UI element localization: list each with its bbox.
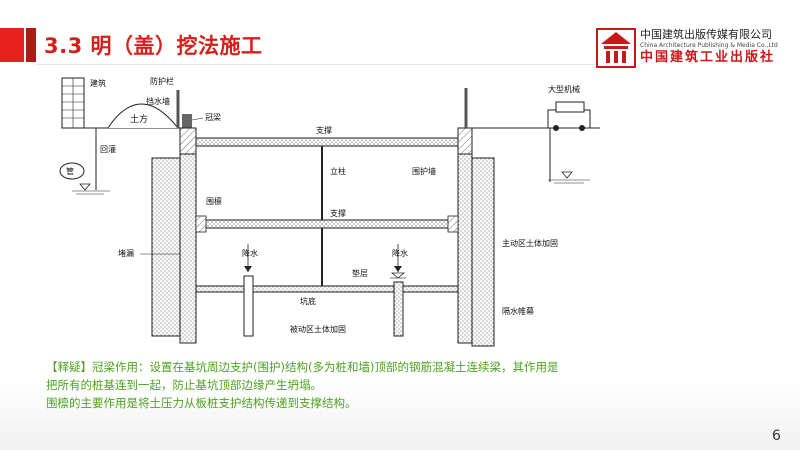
publisher-name-cn: 中国建筑出版传媒有限公司 [640, 28, 772, 41]
label-enclosure-wall: 围护墙 [412, 166, 436, 176]
left-enclosure-wall [179, 127, 197, 344]
water-level-right-icon [561, 171, 573, 179]
label-building: 建筑 [90, 78, 106, 88]
label-waling: 围檩 [206, 196, 222, 206]
header-accent-block [26, 28, 36, 62]
note-line-1: 【释疑】冠梁作用：设置在基坑周边支护(围护)结构(多为桩和墙)顶部的钢筋混凝土连… [46, 360, 559, 374]
header-accent-bar [0, 28, 24, 62]
label-strut-top: 支撑 [316, 125, 332, 135]
explanation-note: 【释疑】冠梁作用：设置在基坑周边支护(围护)结构(多为桩和墙)顶部的钢筋混凝土连… [46, 358, 746, 412]
label-soil: 土方 [130, 113, 148, 125]
publisher-seal-icon [596, 28, 636, 68]
label-pipe: 管 [66, 166, 74, 176]
mid-strut [195, 219, 459, 229]
note-line-3: 围檩的主要作用是将土压力从板桩支护结构传递到支撑结构。 [46, 396, 357, 410]
header-divider [36, 64, 596, 65]
water-level-pit-icon [390, 272, 406, 279]
label-water-curtain: 隔水帷幕 [502, 306, 534, 316]
label-plugging: 堵漏 [118, 248, 134, 258]
publisher-text: 中国建筑出版传媒有限公司 China Architecture Publishi… [640, 28, 778, 66]
label-column: 立柱 [330, 166, 346, 176]
well-right [393, 281, 404, 337]
pipe-icon [59, 162, 85, 180]
excavation-diagram: 建筑 土方 防护栏 挡水墙 冠梁 回灌 管 支撑 立柱 围护墙 围檩 支撑 堵漏… [59, 76, 600, 347]
label-capping-beam: 冠梁 [205, 113, 221, 122]
publisher-name-en: China Architecture Publishing & Media Co… [640, 42, 778, 49]
top-strut [195, 137, 459, 147]
water-level-left-icon [79, 183, 91, 191]
label-dewatering-right: 降水 [392, 248, 408, 258]
building-structure [61, 77, 85, 129]
right-capping-beam [457, 127, 473, 155]
right-reinforced-zone [471, 157, 495, 347]
cushion-layer [195, 285, 459, 293]
left-capping-beam [179, 127, 197, 155]
left-reinforced-zone [151, 157, 181, 337]
right-enclosure-wall [457, 127, 473, 344]
label-machinery: 大型机械 [548, 84, 580, 94]
label-cushion: 垫层 [352, 268, 368, 278]
page-number: 6 [772, 428, 781, 444]
page-title: 3.3 明（盖）挖法施工 [44, 34, 263, 58]
label-guardrail: 防护栏 [150, 76, 174, 86]
right-waling [447, 215, 459, 233]
label-passive-reinforce: 被动区土体加固 [290, 324, 346, 334]
machinery-truck-icon [547, 101, 591, 131]
note-line-2: 把所有的桩基连到一起，防止基坑顶部边缘产生坍塌。 [46, 378, 322, 392]
label-dewatering-left: 降水 [242, 248, 258, 258]
retaining-wall [182, 114, 192, 128]
label-pit-bottom: 坑底 [300, 296, 316, 306]
label-active-reinforce: 主动区土体加固 [502, 238, 558, 248]
label-backfill: 回灌 [100, 144, 116, 154]
well-left [243, 275, 254, 337]
publisher-calligraphy: 中国建筑工业出版社 [640, 50, 776, 65]
background-floor [0, 380, 800, 450]
left-waling [195, 215, 207, 233]
publisher-logo: 中国建筑出版传媒有限公司 China Architecture Publishi… [596, 28, 796, 70]
label-strut-mid: 支撑 [330, 208, 346, 218]
label-retaining-wall: 挡水墙 [146, 96, 170, 106]
soil-mound [107, 103, 179, 129]
